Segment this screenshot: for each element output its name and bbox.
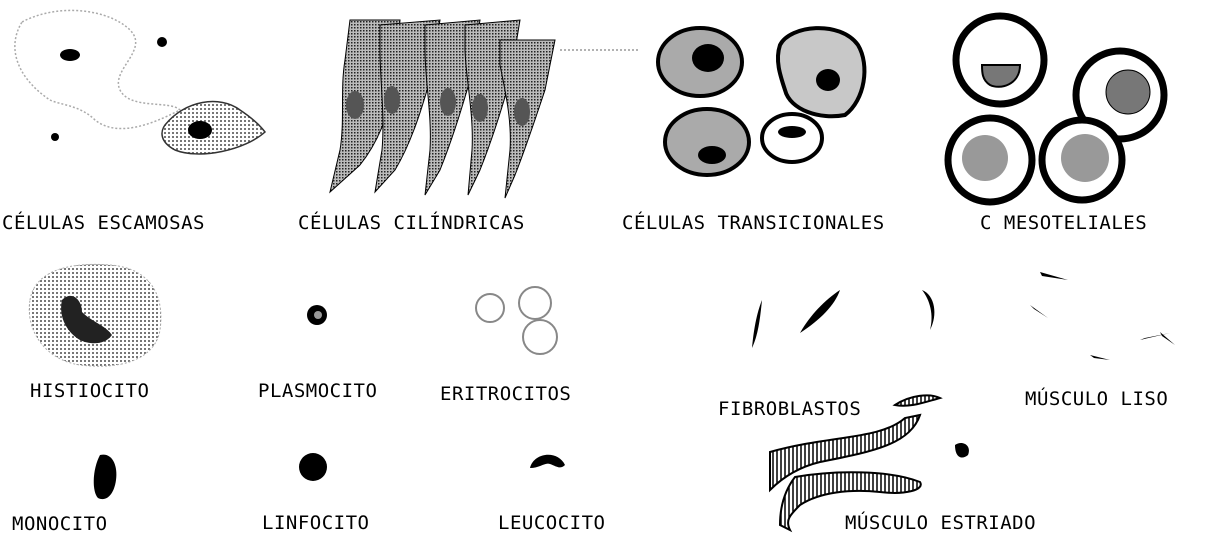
label-erythrocytes: ERITROCITOS <box>440 383 571 405</box>
label-smooth-muscle: MÚSCULO LISO <box>1025 388 1168 410</box>
fibroblasts-illustration <box>752 290 934 348</box>
label-lymphocyte: LINFOCITO <box>262 512 369 534</box>
squamous-cells-illustration <box>15 10 265 154</box>
label-transitional-cells: CÉLULAS TRANSICIONALES <box>622 212 885 234</box>
label-histiocyte: HISTIOCITO <box>30 380 149 402</box>
label-columnar-cells: CÉLULAS CILÍNDRICAS <box>298 212 525 234</box>
transitional-cells-illustration <box>658 28 864 175</box>
label-monocyte: MONOCITO <box>12 513 108 535</box>
mesothelial-cells-illustration <box>948 16 1164 202</box>
plasmocyte-illustration <box>307 305 327 325</box>
smooth-muscle-illustration <box>1030 272 1175 360</box>
histiocyte-illustration <box>29 264 161 366</box>
erythrocytes-illustration <box>476 287 557 354</box>
monocyte-illustration <box>94 455 117 500</box>
columnar-cells-illustration <box>330 20 640 198</box>
label-mesothelial-cells: C MESOTELIALES <box>980 212 1147 234</box>
label-striated-muscle: MÚSCULO ESTRIADO <box>845 512 1036 534</box>
leukocyte-illustration <box>530 455 565 468</box>
label-leukocyte: LEUCOCITO <box>498 512 605 534</box>
label-squamous-cells: CÉLULAS ESCAMOSAS <box>2 212 205 234</box>
lymphocyte-illustration <box>299 453 327 481</box>
label-fibroblasts: FIBROBLASTOS <box>718 398 861 420</box>
label-plasmocyte: PLASMOCITO <box>258 380 377 402</box>
